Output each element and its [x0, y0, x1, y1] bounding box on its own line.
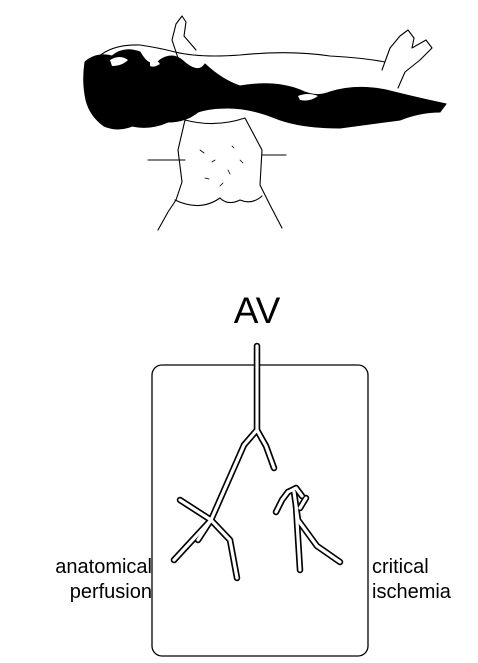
flap-texture [200, 146, 243, 186]
vessel-tree [174, 346, 340, 578]
anatomical-perfusion-label: anatomical perfusion [10, 555, 152, 605]
left-label-line1: anatomical [10, 555, 152, 580]
av-label: AV [0, 290, 478, 332]
body-dark-mass [84, 50, 446, 129]
critical-ischemia-label: critical ischemia [372, 555, 451, 605]
skin-flap [158, 118, 282, 230]
right-label-line2: ischemia [372, 580, 451, 605]
hind-leg [382, 30, 432, 88]
left-label-line2: perfusion [10, 580, 152, 605]
right-label-line1: critical [372, 555, 451, 580]
front-leg [172, 16, 196, 58]
